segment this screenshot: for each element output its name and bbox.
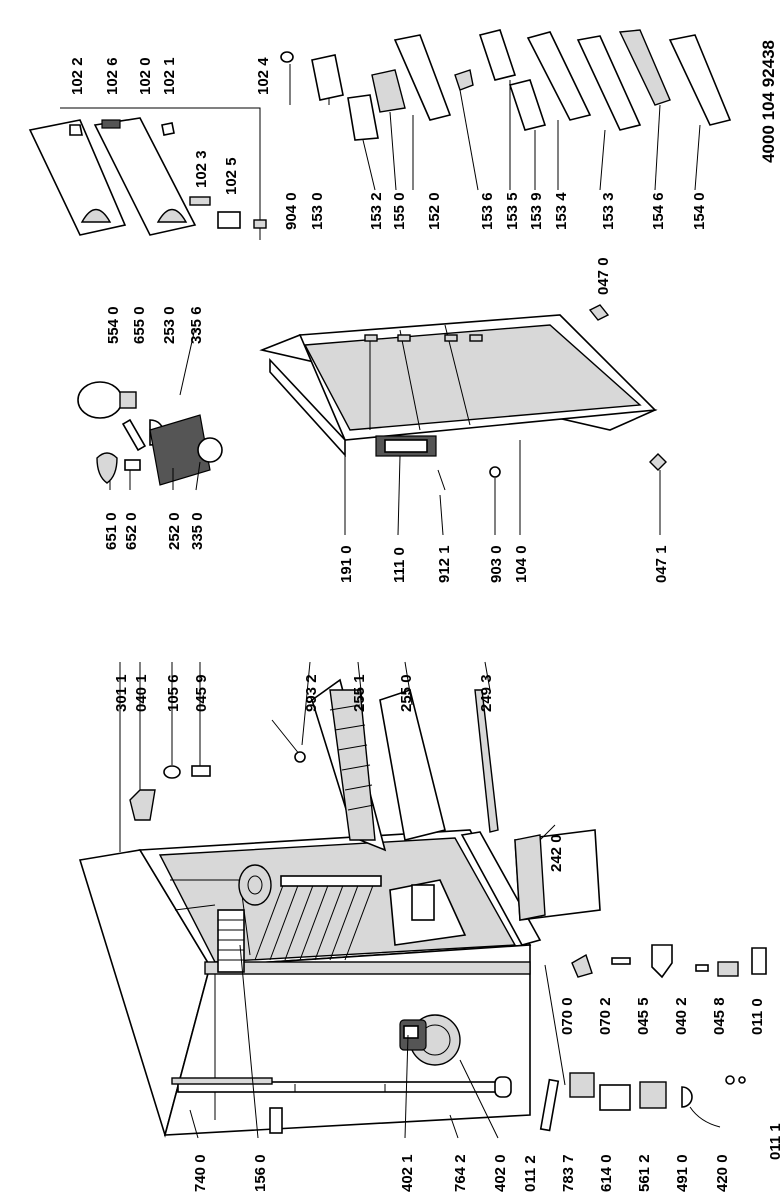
part-label-0111: 011 1 xyxy=(767,1123,784,1160)
part-label-1535: 153 5 xyxy=(504,192,521,230)
refrigerator-door-drawing xyxy=(259,304,667,491)
part-label-1040: 104 0 xyxy=(513,545,530,583)
part-label-0470: 047 0 xyxy=(595,257,612,295)
part-label-0110: 011 0 xyxy=(749,998,766,1035)
refrigerator-cabinet-drawing xyxy=(78,829,542,1138)
part-label-0700: 070 0 xyxy=(559,997,576,1035)
part-label-1021: 102 1 xyxy=(161,57,178,95)
part-label-1530: 153 0 xyxy=(309,192,326,230)
part-label-1532: 153 2 xyxy=(368,192,385,230)
part-label-1534: 153 4 xyxy=(553,192,570,230)
part-label-5612: 561 2 xyxy=(636,1154,653,1192)
shelves-drawing xyxy=(271,678,601,921)
part-label-9040: 904 0 xyxy=(283,192,300,230)
part-label-1540: 154 0 xyxy=(691,192,708,230)
part-label-0112: 011 2 xyxy=(522,1155,539,1192)
part-label-1022: 102 2 xyxy=(69,57,86,95)
cabinet-small-parts-drawing xyxy=(494,1072,746,1132)
part-label-2520: 252 0 xyxy=(166,512,183,550)
part-label-1024: 102 4 xyxy=(255,57,272,95)
part-label-1539: 153 9 xyxy=(528,192,545,230)
upper-hinge-parts-drawing xyxy=(129,765,211,821)
part-label-3356: 335 6 xyxy=(188,306,205,344)
part-labels: 740 0 156 0 402 1 764 2 402 0 011 2 783 … xyxy=(69,57,784,1192)
part-label-1110: 111 0 xyxy=(391,547,408,583)
part-label-1533: 153 3 xyxy=(600,192,617,230)
part-label-2550: 255 0 xyxy=(398,674,415,712)
part-label-0455: 045 5 xyxy=(635,997,652,1035)
part-label-4021: 402 1 xyxy=(399,1154,416,1192)
part-label-4020: 402 0 xyxy=(492,1154,509,1192)
part-label-5540: 554 0 xyxy=(105,306,122,344)
part-label-1536: 153 6 xyxy=(479,192,496,230)
part-label-9030: 903 0 xyxy=(488,545,505,583)
part-label-6140: 614 0 xyxy=(598,1154,615,1192)
document-number: 4000 104 92438 xyxy=(759,40,778,163)
part-label-1550: 155 0 xyxy=(391,192,408,230)
part-label-9932: 993 2 xyxy=(303,674,320,712)
part-label-0402: 040 2 xyxy=(673,997,690,1035)
lamp-assembly-drawing xyxy=(77,381,223,486)
part-label-0458: 045 8 xyxy=(711,997,728,1035)
leader-lines xyxy=(109,64,701,1139)
door-hinge-parts-drawing xyxy=(571,944,767,979)
part-label-0471: 047 1 xyxy=(653,545,670,583)
part-label-2530: 253 0 xyxy=(161,306,178,344)
part-label-2551: 255 1 xyxy=(351,674,368,712)
part-label-3011: 301 1 xyxy=(113,674,130,712)
part-label-6510: 651 0 xyxy=(103,512,120,550)
part-label-4910: 491 0 xyxy=(674,1154,691,1192)
part-label-3350: 335 0 xyxy=(189,512,206,550)
part-label-1056: 105 6 xyxy=(165,674,182,712)
part-label-1025: 102 5 xyxy=(223,157,240,195)
door-bins-drawing xyxy=(280,29,732,141)
part-label-7642: 764 2 xyxy=(452,1154,469,1192)
part-label-4200: 420 0 xyxy=(714,1154,731,1192)
part-label-6550: 655 0 xyxy=(131,306,148,344)
part-label-7837: 783 7 xyxy=(560,1154,577,1192)
part-label-0401: 040 1 xyxy=(133,674,150,712)
part-label-0702: 070 2 xyxy=(597,997,614,1035)
part-label-1020: 102 0 xyxy=(137,57,154,95)
part-label-9121: 912 1 xyxy=(436,545,453,583)
part-label-1546: 154 6 xyxy=(650,192,667,230)
part-label-1026: 102 6 xyxy=(104,57,121,95)
part-label-0459: 045 9 xyxy=(193,674,210,712)
part-label-2493: 249 3 xyxy=(478,674,495,712)
part-label-1023: 102 3 xyxy=(193,150,210,188)
freezer-flap-box xyxy=(28,107,267,240)
part-label-1910: 191 0 xyxy=(338,545,355,583)
part-label-7400: 740 0 xyxy=(192,1154,209,1192)
part-label-1560: 156 0 xyxy=(252,1154,269,1192)
part-label-1520: 152 0 xyxy=(426,192,443,230)
part-label-2420: 242 0 xyxy=(548,834,565,872)
part-label-6520: 652 0 xyxy=(123,512,140,550)
